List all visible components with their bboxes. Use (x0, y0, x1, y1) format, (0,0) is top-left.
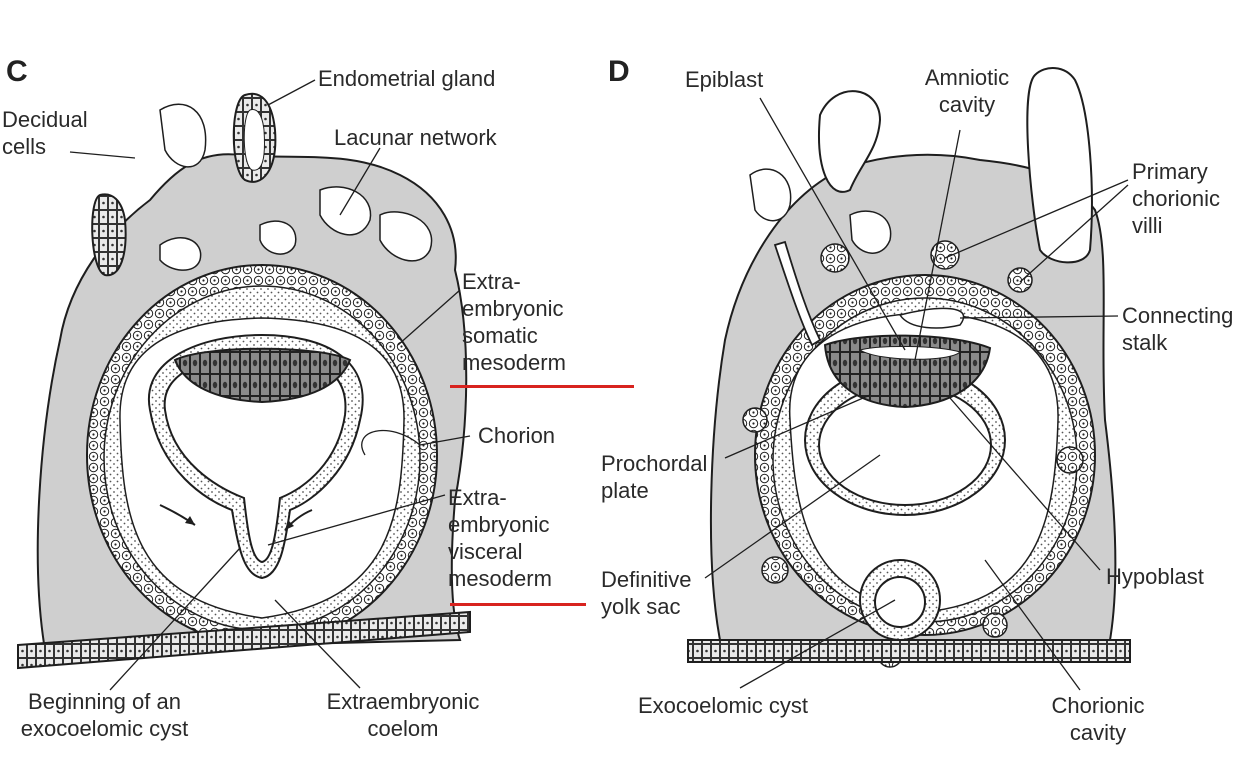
label-extraembryonic-visceral-mesoderm: Extra- embryonic visceral mesoderm (448, 485, 552, 591)
label-chorion: Chorion (478, 423, 556, 448)
label-definitive-yolk-sac: Definitive yolk sac (601, 567, 692, 619)
panel-c-uterine-epithelium (17, 610, 471, 670)
highlight-underline-visceral (450, 603, 586, 606)
panel-d-drawing (687, 67, 1131, 691)
label-extraembryonic-somatic-mesoderm: Extra- embryonic somatic mesoderm (462, 269, 566, 375)
panel-d-uterine-epithelium (687, 639, 1131, 663)
label-amniotic-cavity: Amniotic cavity (924, 65, 1010, 117)
label-prochordal-plate: Prochordal plate (601, 451, 708, 503)
label-beginning-exocoelomic-cyst: Beginning of an exocoelomic cyst (20, 689, 189, 741)
label-endometrial-gland: Endometrial gland (318, 66, 496, 91)
panel-c-drawing (17, 79, 471, 691)
label-exocoelomic-cyst: Exocoelomic cyst (638, 693, 808, 718)
panel-d-letter: D (608, 55, 630, 88)
label-chorionic-cavity: Chorionic cavity (1051, 693, 1145, 745)
label-connecting-stalk: Connecting stalk (1122, 303, 1234, 355)
label-primary-chorionic-villi: Primary chorionic villi (1132, 159, 1221, 238)
label-hypoblast: Hypoblast (1106, 564, 1204, 589)
highlight-underline-somatic (450, 385, 634, 388)
label-extraembryonic-coelom: Extraembryonic coelom (326, 689, 480, 741)
panel-c-letter: C (6, 55, 28, 88)
label-lacunar-network: Lacunar network (334, 125, 497, 150)
label-decidual-cells: Decidual cells (2, 107, 88, 159)
panel-c-embryonic-disc (173, 347, 352, 404)
label-epiblast: Epiblast (685, 67, 764, 92)
